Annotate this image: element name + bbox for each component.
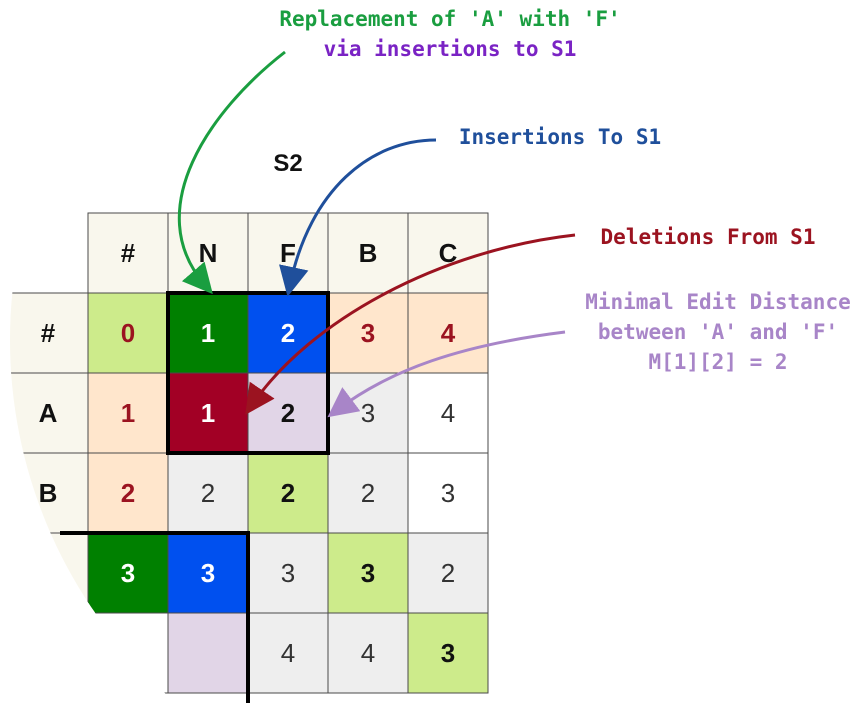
highlight-box-bottom — [60, 531, 250, 703]
matrix-cell-1-1: 1 — [201, 398, 215, 428]
matrix-cell-2-4-bg — [407, 452, 489, 534]
col-header-0-bg — [87, 212, 169, 294]
highlight-box-top — [166, 291, 330, 455]
row-header-4-bg — [10, 612, 89, 694]
matrix-cell-1-0-bg — [87, 372, 169, 454]
matrix-cell-3-2: 3 — [281, 558, 295, 588]
s2-label: S2 — [273, 150, 303, 177]
replacement-annotation-line2: via insertions to S1 — [323, 37, 577, 61]
matrix-cell-1-2: 2 — [281, 398, 295, 428]
edit-distance-matrix: # N F B C # A B 0 1 2 3 4 1 1 2 3 4 2 2 2 2 3 3 3 3 3 2 4 4 3 — [10, 212, 489, 694]
col-header-4-bg — [407, 212, 489, 294]
matrix-cell-1-1-bg — [167, 372, 249, 454]
col-header-2: F — [280, 238, 296, 268]
matrix-cell-2-3-bg — [327, 452, 409, 534]
matrix-cell-3-0: 3 — [121, 558, 135, 588]
matrix-cell-4-3-bg — [327, 612, 409, 694]
matrix-cell-0-2-bg — [247, 292, 329, 374]
matrix-cell-1-0: 1 — [121, 398, 135, 428]
annotation-arrows — [177, 50, 576, 418]
arrow-replacement — [177, 50, 286, 295]
matrix-overlay — [166, 291, 330, 455]
matrix-cell-0-4: 4 — [441, 318, 456, 348]
matrix-cell-3-1-bg — [167, 532, 249, 614]
matrix-cell-0-3-bg — [327, 292, 409, 374]
matrix-cell-3-4-bg — [407, 532, 489, 614]
minimal-annotation-line1: Minimal Edit Distance — [585, 290, 851, 314]
matrix-cell-1-4-bg — [407, 372, 489, 454]
arrow-minimal — [327, 330, 566, 418]
matrix-cell-3-1: 3 — [201, 558, 215, 588]
matrix-cell-0-3: 3 — [361, 318, 375, 348]
matrix-cell-3-4: 2 — [441, 558, 455, 588]
deletions-annotation: Deletions From S1 — [600, 225, 816, 249]
matrix-cell-4-2: 4 — [281, 638, 295, 668]
matrix-cell-4-4-bg — [407, 612, 489, 694]
matrix-cell-4-4: 3 — [441, 638, 455, 668]
col-header-0: # — [121, 238, 136, 268]
arrow-insertions — [279, 138, 437, 297]
matrix-cell-3-3: 3 — [361, 558, 375, 588]
matrix-cell-0-2: 2 — [281, 318, 295, 348]
replacement-annotation: Replacement of 'A' with 'F' via insertio… — [190, 4, 710, 64]
matrix-cell-0-4-bg — [407, 292, 489, 374]
minimal-edit-distance-annotation: Minimal Edit Distance between 'A' and 'F… — [568, 287, 868, 377]
matrix-cell-2-3: 2 — [361, 478, 375, 508]
matrix-cell-2-0: 2 — [121, 478, 135, 508]
matrix-cell-2-2: 2 — [281, 478, 295, 508]
matrix-cell-2-1: 2 — [201, 478, 215, 508]
col-header-3: B — [359, 238, 378, 268]
col-header-3-bg — [327, 212, 409, 294]
minimal-annotation-line3: M[1][2] = 2 — [648, 350, 788, 374]
matrix-cell-2-4: 3 — [441, 478, 455, 508]
matrix-cell-4-0-bg — [87, 612, 169, 694]
row-header-0: # — [41, 318, 56, 348]
row-header-0-bg — [10, 292, 89, 374]
insertions-annotation: Insertions To S1 — [458, 125, 662, 149]
matrix-cell-2-1-bg — [167, 452, 249, 534]
row-header-1: A — [39, 398, 58, 428]
col-header-1: N — [199, 238, 218, 268]
matrix-cell-0-1: 1 — [201, 318, 215, 348]
matrix-cell-3-2-bg — [247, 532, 329, 614]
minimal-annotation-line2: between 'A' and 'F' — [597, 320, 839, 344]
matrix-cell-2-2-bg — [247, 452, 329, 534]
matrix-cell-1-4: 4 — [441, 398, 455, 428]
col-header-4: C — [439, 238, 458, 268]
arrow-deletions — [245, 233, 576, 415]
matrix-cell-3-3-bg — [327, 532, 409, 614]
matrix-cell-1-3: 3 — [361, 398, 375, 428]
row-header-2: B — [39, 478, 58, 508]
replacement-annotation-line1: Replacement of 'A' with 'F' — [279, 7, 621, 31]
matrix-cell-4-1-bg — [167, 612, 249, 694]
matrix-cell-4-3: 4 — [361, 638, 375, 668]
row-header-3-bg — [10, 532, 89, 614]
matrix-cell-4-2-bg — [247, 612, 329, 694]
matrix-cell-0-0: 0 — [121, 318, 135, 348]
matrix-cell-0-0-bg — [87, 292, 169, 374]
